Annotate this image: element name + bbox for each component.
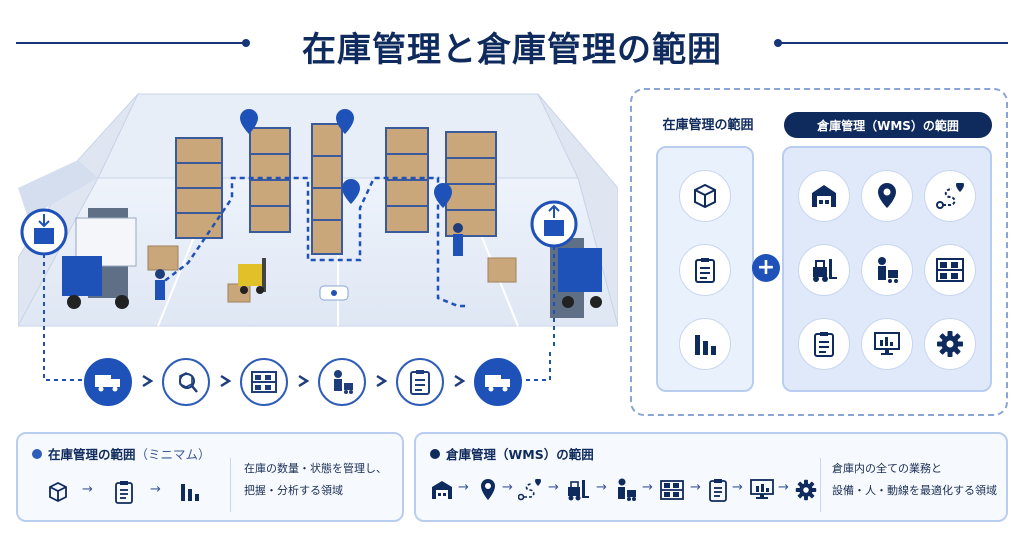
worker-left [155, 269, 165, 300]
monitor-chart-icon [750, 478, 774, 502]
flow-arrow-icon: → [778, 480, 789, 495]
shelf-rack-4 [385, 127, 429, 233]
divider [820, 458, 821, 512]
flow-arrow-icon: → [732, 480, 743, 495]
truck-left [62, 217, 137, 309]
outbound-marker-icon [530, 200, 578, 350]
inventory-summary-title-text: 在庫管理の範囲 [48, 447, 136, 462]
flow-arrow-icon: → [82, 482, 93, 497]
truck-icon [84, 358, 132, 406]
shelf-rack-3 [311, 123, 343, 255]
location-pin-icon [476, 478, 500, 502]
checklist-icon [679, 244, 731, 296]
flow-arrow-icon: → [596, 480, 607, 495]
warehouse-illustration [18, 88, 618, 350]
wms-summary-title-text: 倉庫管理（WMS）の範囲 [446, 447, 594, 462]
page-title: 在庫管理と倉庫管理の範囲 [302, 30, 722, 70]
checklist-icon [112, 480, 136, 504]
inbound-marker-icon [20, 208, 68, 350]
location-pin-icon [861, 170, 913, 222]
checklist-icon [706, 478, 730, 502]
agv-robot [319, 285, 349, 301]
wms-scope-label: 倉庫管理（WMS）の範囲 [784, 112, 992, 138]
gear-icon [924, 318, 976, 370]
flow-arrow-icon: → [502, 480, 513, 495]
worker-cart-icon [318, 358, 366, 406]
description-line: 把握・分析する領域 [244, 484, 343, 497]
flow-arrow-icon [454, 374, 466, 388]
wms-scope-summary: 倉庫管理（WMS）の範囲 → → → → → → → → 倉庫内の全ての業務と … [414, 432, 1008, 522]
inventory-scope-column [656, 146, 754, 392]
worker-cart-icon [861, 244, 913, 296]
wms-summary-title: 倉庫管理（WMS）の範囲 [430, 444, 594, 463]
truck-right [558, 248, 602, 308]
shelf-icon [240, 358, 288, 406]
checklist-icon [396, 358, 444, 406]
bar-chart-icon [178, 480, 202, 504]
plus-icon: + [752, 254, 780, 282]
process-flow [84, 356, 524, 410]
inventory-scope-label: 在庫管理の範囲 [662, 118, 754, 133]
shelf-rack-1 [175, 137, 223, 239]
monitor-chart-icon [861, 318, 913, 370]
forklift-icon [566, 478, 590, 502]
flow-arrow-icon [142, 374, 154, 388]
warehouse-drawing [18, 93, 618, 350]
flow-arrow-icon [298, 374, 310, 388]
bullet-dot [430, 448, 440, 459]
scope-comparison-panel: 在庫管理の範囲 + 倉庫管理（WMS）の範囲 [630, 88, 1008, 416]
inventory-summary-description: 在庫の数量・状態を管理し、 把握・分析する領域 [244, 458, 387, 502]
inventory-summary-subtitle: （ミニマム） [135, 447, 211, 462]
title-row: 在庫管理と倉庫管理の範囲 [0, 14, 1024, 70]
divider [230, 458, 231, 512]
forklift [238, 258, 266, 294]
shelf-icon [924, 244, 976, 296]
description-line: 設備・人・動線を最適化する領域 [832, 484, 997, 497]
bullet-dot [32, 448, 42, 459]
route-icon [924, 170, 976, 222]
wms-summary-description: 倉庫内の全ての業務と 設備・人・動線を最適化する領域 [832, 458, 997, 502]
inventory-summary-title: 在庫管理の範囲 （ミニマム） [32, 444, 211, 463]
flow-arrow-icon: → [548, 480, 559, 495]
route-icon [518, 478, 542, 502]
flow-connector [43, 350, 551, 381]
flow-arrow-icon: → [690, 480, 701, 495]
title-rule-left [16, 39, 250, 47]
box-icon [46, 480, 70, 504]
worker-right [453, 223, 463, 256]
box-icon [679, 170, 731, 222]
flow-arrow-icon [376, 374, 388, 388]
inspect-box-icon [162, 358, 210, 406]
gear-icon [794, 478, 818, 502]
warehouse-icon [798, 170, 850, 222]
flow-arrow-icon: → [642, 480, 653, 495]
flow-arrow-icon: → [458, 480, 469, 495]
inventory-scope-summary: 在庫管理の範囲 （ミニマム） → → 在庫の数量・状態を管理し、 把握・分析する… [16, 432, 404, 522]
warehouse-icon [430, 478, 454, 502]
wms-scope-grid [782, 146, 992, 392]
flow-arrow-icon [220, 374, 232, 388]
title-rule-right [774, 39, 1008, 47]
bar-chart-icon [679, 318, 731, 370]
shelf-rack-5 [445, 131, 497, 237]
flow-arrow-icon: → [150, 482, 161, 497]
description-line: 倉庫内の全ての業務と [832, 462, 942, 475]
worker-cart-icon [614, 478, 638, 502]
description-line: 在庫の数量・状態を管理し、 [244, 462, 387, 475]
shelf-rack-2 [249, 127, 291, 233]
truck-icon [474, 358, 522, 406]
forklift-icon [798, 244, 850, 296]
checklist-icon [798, 318, 850, 370]
shelf-icon [660, 478, 684, 502]
map-pins [240, 109, 452, 208]
